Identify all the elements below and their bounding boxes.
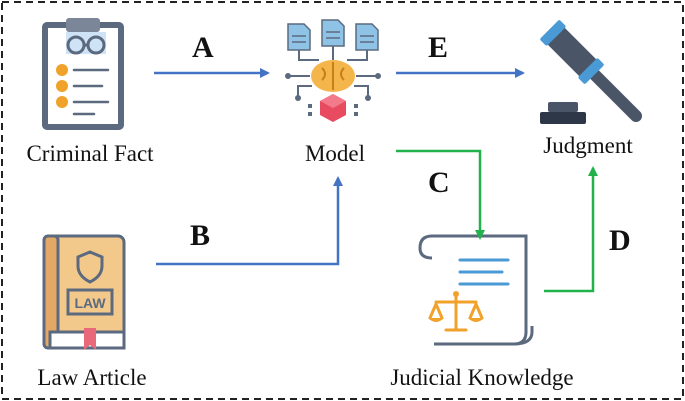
node-label-judicial-knowledge: Judicial Knowledge xyxy=(390,365,573,390)
law-book-icon: LAW xyxy=(42,234,126,350)
node-label-law-article: Law Article xyxy=(37,365,146,390)
edge-d-label: D xyxy=(609,224,631,257)
gavel-icon xyxy=(540,20,642,124)
edge-c-arrow xyxy=(396,149,485,240)
node-label-criminal-fact: Criminal Fact xyxy=(26,141,154,166)
node-label-model: Model xyxy=(305,141,365,166)
edge-c-label: C xyxy=(428,166,450,199)
edge-d-arrow xyxy=(544,166,598,293)
ai-brain-model-icon xyxy=(285,19,381,122)
edge-b-label: B xyxy=(190,219,210,252)
clipboard-handcuffs-icon xyxy=(42,18,124,130)
edge-e-label: E xyxy=(428,31,448,64)
edge-b-arrow xyxy=(156,176,343,266)
svg-text:LAW: LAW xyxy=(74,295,106,311)
node-label-judgment: Judgment xyxy=(543,133,633,158)
scroll-scales-icon xyxy=(418,234,534,346)
edge-a-label: A xyxy=(192,31,214,64)
